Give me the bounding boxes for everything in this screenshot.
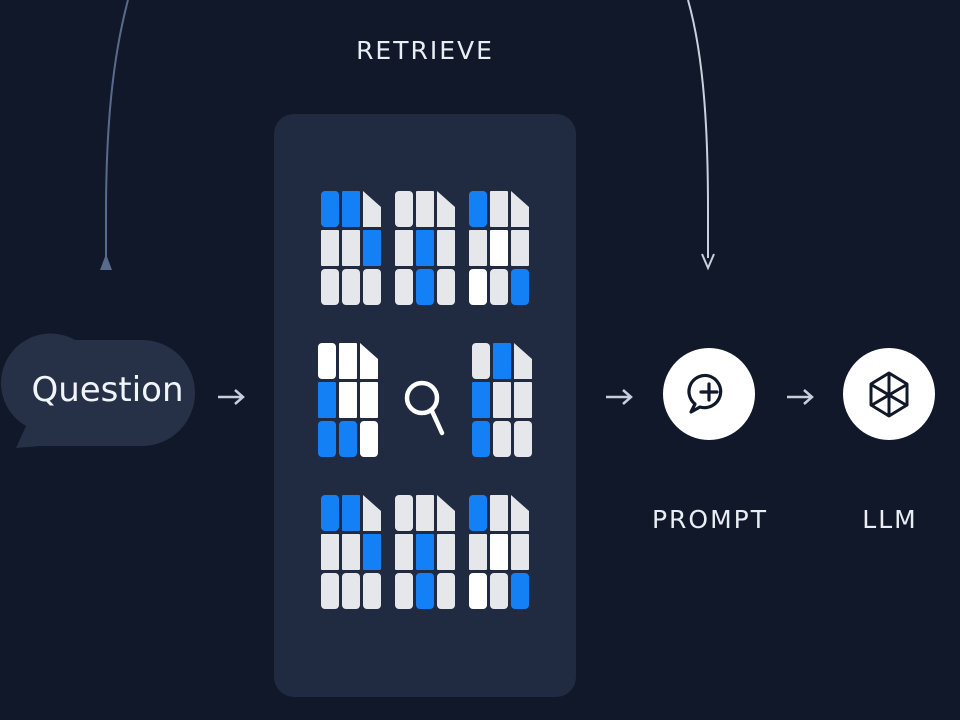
document-cell [437, 534, 455, 570]
document-icon [318, 343, 378, 457]
document-cell [360, 421, 378, 457]
document-cell [360, 343, 378, 379]
document-cell [469, 573, 487, 609]
document-cell [511, 495, 529, 531]
magnifier-icon [404, 380, 445, 436]
document-cell [395, 534, 413, 570]
document-cell [363, 573, 381, 609]
document-cell [321, 534, 339, 570]
document-cell [363, 495, 381, 531]
document-cell [321, 573, 339, 609]
document-cell [469, 269, 487, 305]
document-cell [318, 382, 336, 418]
document-icon [395, 191, 455, 305]
document-cell [490, 269, 508, 305]
document-cell [363, 230, 381, 266]
retrieve-arc-left [105, 0, 129, 262]
document-cell [514, 382, 532, 418]
arrow-prompt-to-llm [787, 389, 814, 405]
document-cell [342, 495, 360, 531]
document-cell [360, 382, 378, 418]
document-cell [321, 269, 339, 305]
document-cell [395, 573, 413, 609]
document-cell [469, 230, 487, 266]
document-cell [416, 230, 434, 266]
document-cell [511, 573, 529, 609]
document-cell [437, 191, 455, 227]
document-cell [437, 269, 455, 305]
retrieve-label: RETRIEVE [356, 36, 494, 65]
document-cell [490, 191, 508, 227]
document-grid [318, 191, 532, 609]
document-cell [416, 191, 434, 227]
document-cell [472, 343, 490, 379]
document-cell [363, 191, 381, 227]
document-cell [493, 343, 511, 379]
document-cell [363, 269, 381, 305]
document-cell [437, 495, 455, 531]
document-cell [490, 495, 508, 531]
document-cell [416, 495, 434, 531]
document-cell [511, 269, 529, 305]
arrow-question-to-retrieve [218, 389, 245, 405]
document-cell [339, 343, 357, 379]
document-icon [321, 495, 381, 609]
document-cell [490, 230, 508, 266]
document-icon [472, 343, 532, 457]
document-cell [511, 534, 529, 570]
document-cell [339, 382, 357, 418]
document-cell [493, 421, 511, 457]
hexagon-cube-icon [869, 371, 909, 418]
document-cell [321, 230, 339, 266]
document-icon [321, 191, 381, 305]
document-cell [437, 230, 455, 266]
llm-label: LLM [862, 505, 918, 534]
document-cell [395, 269, 413, 305]
document-cell [416, 534, 434, 570]
document-cell [469, 534, 487, 570]
retrieve-arrowhead-down [701, 253, 715, 271]
document-cell [321, 191, 339, 227]
prompt-label: PROMPT [651, 505, 769, 534]
document-cell [511, 230, 529, 266]
arrow-retrieve-to-prompt [606, 389, 633, 405]
document-icon [469, 495, 529, 609]
document-cell [395, 495, 413, 531]
question-bubble [1, 333, 196, 448]
document-cell [395, 230, 413, 266]
document-cell [321, 495, 339, 531]
retrieve-arc-right [687, 0, 709, 258]
speech-bubble-plus-icon [687, 373, 723, 414]
document-cell [490, 534, 508, 570]
document-cell [416, 269, 434, 305]
retrieve-arrowhead-up [100, 254, 112, 270]
document-cell [514, 421, 532, 457]
document-cell [472, 382, 490, 418]
document-cell [490, 573, 508, 609]
document-cell [342, 269, 360, 305]
document-cell [342, 573, 360, 609]
document-cell [437, 573, 455, 609]
document-cell [416, 573, 434, 609]
document-cell [395, 191, 413, 227]
document-cell [493, 382, 511, 418]
document-cell [318, 343, 336, 379]
document-cell [469, 191, 487, 227]
document-cell [342, 534, 360, 570]
document-cell [318, 421, 336, 457]
document-cell [342, 191, 360, 227]
document-cell [342, 230, 360, 266]
document-cell [472, 421, 490, 457]
document-cell [339, 421, 357, 457]
document-cell [511, 191, 529, 227]
document-cell [514, 343, 532, 379]
document-cell [469, 495, 487, 531]
question-label: Question [31, 370, 184, 410]
document-icon [395, 495, 455, 609]
document-icon [469, 191, 529, 305]
document-cell [363, 534, 381, 570]
